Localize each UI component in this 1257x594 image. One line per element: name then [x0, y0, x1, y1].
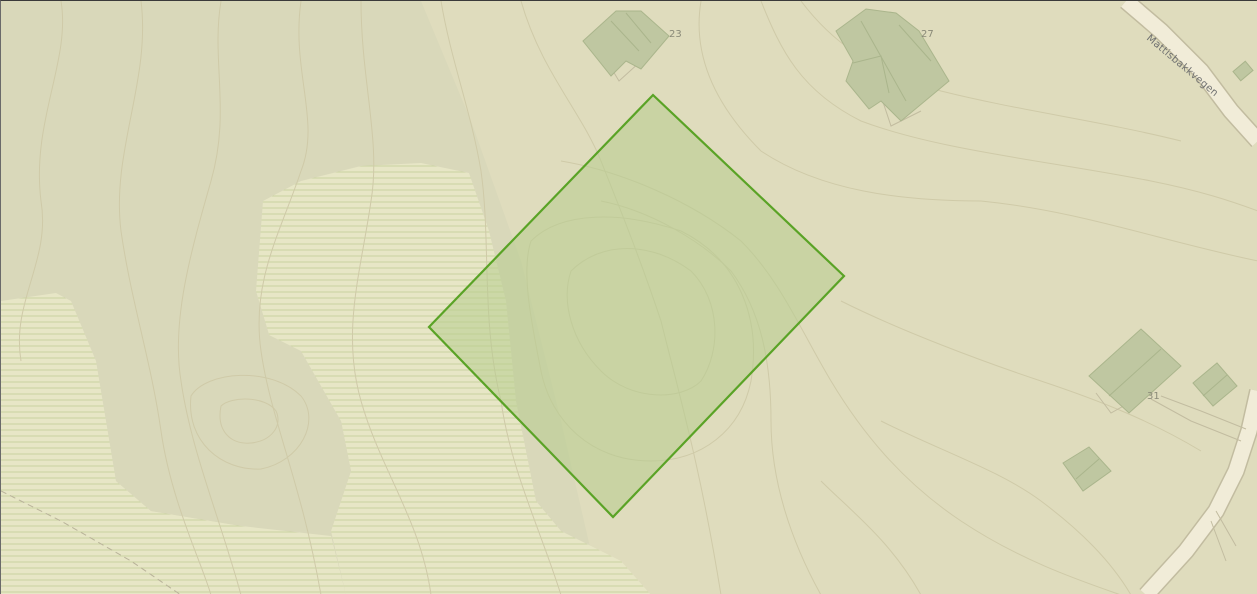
- road-east[interactable]: [1139, 389, 1257, 594]
- building-31[interactable]: [1088, 328, 1182, 414]
- house-number-27: 27: [921, 29, 934, 40]
- building-south[interactable]: [1062, 446, 1112, 492]
- road-mattisbakkvegen[interactable]: [1120, 1, 1257, 148]
- house-number-31: 31: [1147, 391, 1160, 402]
- marsh-area-center: [256, 163, 651, 594]
- building-31-annex[interactable]: [1192, 362, 1238, 407]
- marsh-area-left: [1, 293, 346, 594]
- house-number-23: 23: [669, 29, 682, 40]
- selection-polygon[interactable]: [427, 93, 846, 519]
- building-27[interactable]: [835, 8, 950, 122]
- driveways: [612, 60, 1247, 562]
- dashed-trail: [1, 490, 181, 594]
- building-ne-small[interactable]: [1232, 60, 1254, 82]
- building-23[interactable]: [582, 10, 670, 77]
